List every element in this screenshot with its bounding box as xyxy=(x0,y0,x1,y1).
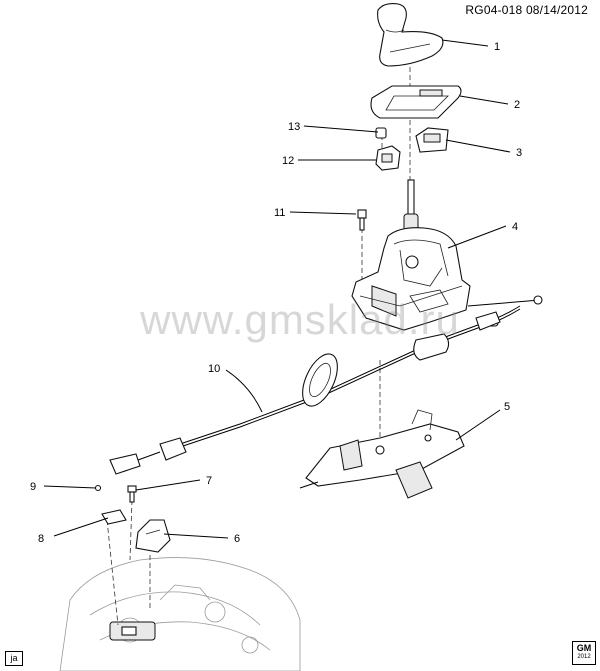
lock-solenoid xyxy=(375,145,401,171)
cable-grommet xyxy=(302,353,338,407)
shifter-assembly xyxy=(351,227,471,331)
illustrator-badge: ja xyxy=(5,651,23,666)
cable-end-lower xyxy=(109,437,187,475)
callout-numbers: 1 2 3 4 5 6 7 8 9 10 11 12 13 xyxy=(30,41,522,545)
callout-1: 1 xyxy=(494,41,500,53)
cable-cover xyxy=(135,519,171,553)
callout-7: 7 xyxy=(206,475,212,487)
shift-switch xyxy=(415,127,449,153)
mounting-bracket xyxy=(299,409,465,499)
callout-12: 12 xyxy=(282,155,294,167)
retainer-clip xyxy=(375,127,387,139)
gm-logo-sub: 2012 xyxy=(577,654,591,660)
shift-lever-rod xyxy=(403,179,419,233)
callout-9: 9 xyxy=(30,481,36,493)
callout-8: 8 xyxy=(38,533,44,545)
gm-logo: GM 2012 xyxy=(572,641,596,665)
retaining-pin xyxy=(94,484,102,492)
transmission-housing xyxy=(59,557,301,671)
callout-11: 11 xyxy=(274,207,285,219)
diagram-date: 08/14/2012 xyxy=(525,3,588,17)
callout-3: 3 xyxy=(516,147,522,159)
callout-10: 10 xyxy=(208,363,220,375)
shift-cable xyxy=(179,305,521,448)
callout-6: 6 xyxy=(234,533,240,545)
callout-13: 13 xyxy=(288,121,300,133)
mounting-bolt-upper xyxy=(357,209,367,231)
cable-bracket xyxy=(101,509,127,525)
callout-5: 5 xyxy=(504,401,510,413)
shift-knob xyxy=(377,3,444,67)
diagram-header: RG04-018 08/14/2012 xyxy=(465,3,588,17)
mounting-bolt-lower xyxy=(127,485,137,503)
callout-2: 2 xyxy=(514,99,520,111)
shift-bezel xyxy=(370,85,462,119)
gm-logo-text: GM xyxy=(576,643,592,653)
watermark: www.gmsklad.ru xyxy=(140,296,460,343)
callout-4: 4 xyxy=(512,221,518,233)
callout-leaders xyxy=(43,39,511,539)
diagram-ref: RG04-018 xyxy=(465,3,523,17)
